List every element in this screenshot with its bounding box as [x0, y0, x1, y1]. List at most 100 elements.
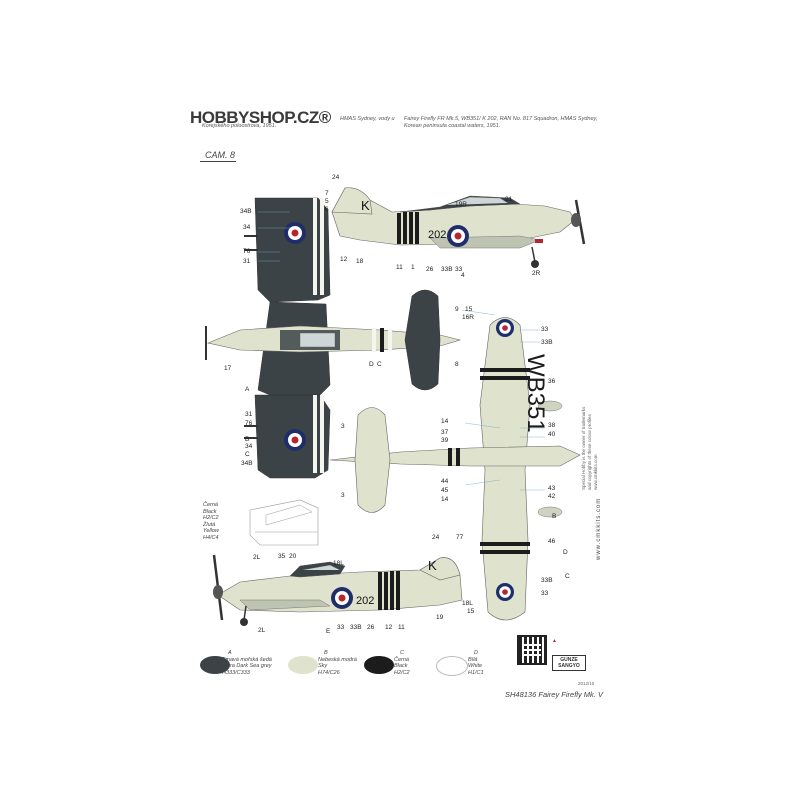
callout-9: 9	[455, 306, 459, 313]
callout-2r: 2R	[532, 270, 541, 277]
plan-view-underside	[329, 317, 581, 621]
serial-short-bottom: 202	[356, 595, 374, 607]
callout-18l: 18L	[333, 560, 344, 567]
callout-76: 76	[243, 248, 251, 255]
callout-8: 8	[455, 361, 459, 368]
callout-46: 46	[548, 538, 556, 545]
callout-34: 34	[243, 224, 251, 231]
callout-c2: C	[245, 451, 250, 458]
qr-code-icon	[517, 635, 547, 665]
callout-18: 18	[356, 258, 364, 265]
swatch-b-color	[288, 656, 318, 674]
callout-43: 43	[548, 485, 556, 492]
callout-15b: 15	[467, 608, 475, 615]
callout-34b: 34B	[240, 208, 252, 215]
callout-44: 44	[441, 478, 449, 485]
callout-34c: 34	[245, 443, 253, 450]
callout-45: 45	[441, 487, 449, 494]
callout-7: 7	[325, 190, 329, 197]
callout-d: D	[369, 361, 374, 368]
code-letter-bottom: K	[428, 558, 437, 573]
swatch-b: B Nebeská modrá Sky H74/C26	[288, 650, 357, 676]
callout-76b: 76	[245, 420, 253, 427]
callout-e: E	[326, 628, 331, 635]
callout-6: 6	[325, 206, 329, 213]
swatch-a-color	[200, 656, 230, 674]
side-profile-bottom	[212, 554, 463, 626]
callout-2l2: 2L	[258, 627, 266, 634]
callout-33d: 33	[541, 590, 549, 597]
callout-15: 15	[465, 306, 473, 313]
caption-left: HMAS Sydney, vody u Korejského poloostro…	[202, 116, 395, 129]
callout-16r: 16R	[462, 314, 474, 321]
callout-a: A	[245, 386, 250, 393]
callout-33b4: 33B	[541, 577, 553, 584]
callout-38: 38	[548, 422, 556, 429]
callout-36: 36	[548, 378, 556, 385]
callout-37: 37	[441, 429, 449, 436]
callout-24: 24	[332, 174, 340, 181]
callout-33c: 33	[337, 624, 345, 631]
swatch-c: C Černá Black H2/C2	[364, 650, 410, 676]
callout-20: 20	[289, 553, 297, 560]
callout-14b: 14	[441, 496, 449, 503]
callout-26: 26	[426, 266, 434, 273]
callout-18l2: 18L	[462, 600, 473, 607]
callout-26b: 26	[367, 624, 375, 631]
callout-3b: 3	[341, 492, 345, 499]
callout-39: 39	[441, 437, 449, 444]
swatch-d-color	[436, 656, 468, 676]
callout-24b: 24	[432, 534, 440, 541]
website-vertical: www.cmkkits.com	[596, 497, 602, 560]
callout-b2: B	[552, 513, 557, 520]
callout-c-right: C	[565, 573, 570, 580]
prop-color-key: Černá Black H2/C2 Žlutá Yellow H4/C4	[203, 502, 219, 541]
kit-title: SH48136 Fairey Firefly Mk. V	[505, 690, 603, 699]
caption-right: Fairey Firefly FR Mk.5, WB351/ K 202, RA…	[404, 116, 598, 129]
callout-35: 35	[278, 553, 286, 560]
callout-34b2: 34B	[241, 460, 253, 467]
callout-33-underside: 33	[541, 326, 549, 333]
swatch-a: A Tmavá mořská šedá Extra Dark Sea grey …	[200, 650, 272, 676]
callout-31b: 31	[245, 411, 253, 418]
callout-17: 17	[224, 365, 232, 372]
callout-19b: 19	[436, 614, 444, 621]
swatch-c-color	[364, 656, 394, 674]
callout-3a: 3	[341, 423, 345, 430]
callout-33: 33	[455, 266, 463, 273]
vertical-note: Special Hobby is the owner of trademarks…	[581, 406, 598, 490]
brand-logo: ▲	[552, 638, 557, 644]
side-profile-top	[331, 187, 586, 268]
callout-21: 21	[505, 196, 513, 203]
leader-lines	[258, 211, 545, 491]
callout-11b: 11	[398, 624, 405, 631]
callout-12: 12	[340, 256, 348, 263]
camo-underline	[200, 161, 236, 162]
callout-2l: 2L	[253, 554, 261, 561]
callout-40: 40	[548, 431, 556, 438]
callout-33b3: 33B	[350, 624, 362, 631]
footer-code: 2012/10	[578, 681, 595, 686]
code-letter-top: K	[361, 198, 370, 213]
serial-large-underside: WB351	[522, 354, 549, 433]
callout-5: 5	[325, 198, 329, 205]
callout-d2: D	[563, 549, 568, 556]
callout-14a: 14	[441, 418, 449, 425]
callout-33b: 33B	[441, 266, 453, 273]
callout-19r: 19R	[455, 201, 467, 208]
callout-33b-underside: 33B	[541, 339, 553, 346]
swatch-d: D Bílá White H1/C1	[436, 650, 484, 676]
hobbyshop-logo: HOBBYSHOP.CZ®	[190, 108, 331, 127]
callout-31: 31	[243, 258, 251, 265]
cockpit-detail	[249, 499, 319, 546]
callout-12b: 12	[385, 624, 393, 631]
callout-1: 1	[411, 264, 415, 271]
callout-11: 11	[396, 264, 403, 271]
callout-b: B	[245, 436, 250, 443]
callout-77: 77	[456, 534, 464, 541]
camo-label: CAM. 8	[205, 150, 236, 160]
callout-4: 4	[461, 272, 465, 279]
callout-42: 42	[548, 493, 556, 500]
